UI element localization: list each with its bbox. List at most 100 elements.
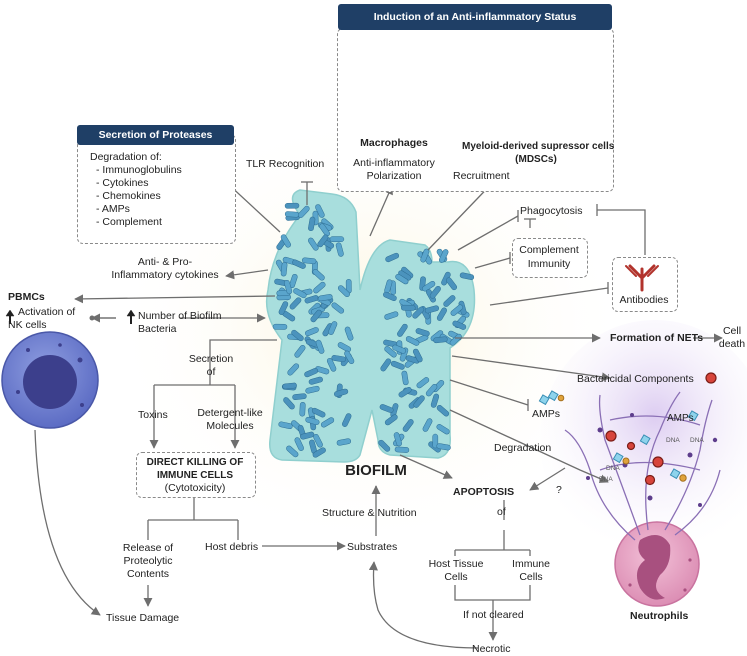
host-tissue-label-1: Host Tissue	[428, 558, 484, 570]
bacterium	[425, 383, 438, 397]
net-dots	[586, 413, 718, 507]
mdsc-label-2: (MDSCs)	[515, 154, 557, 165]
bacterium	[385, 252, 400, 263]
antibody-icon	[625, 264, 659, 292]
cytokines-label-2: Inflammatory cytokines	[111, 269, 219, 281]
complement-label-2: Immunity	[527, 258, 571, 270]
biofilm-bacteria	[272, 202, 475, 458]
immune-cells-label-2: Cells	[519, 571, 543, 583]
up-arrows	[5, 309, 136, 324]
bacterium	[429, 285, 441, 299]
proteases-box	[77, 134, 236, 244]
bacterium	[319, 223, 330, 237]
connectors	[34, 157, 723, 649]
dna-label-4: DNA	[599, 476, 613, 483]
bactericidal-label: Bactericidal Components	[577, 373, 694, 385]
macrophage-desc-1: Anti-inflammatory	[353, 157, 435, 169]
complement-label-1: Complement	[519, 244, 579, 256]
amp-molecule-icon	[538, 390, 565, 406]
bacterium	[315, 339, 325, 354]
bacterium	[412, 348, 423, 363]
phagocytosis-label: Phagocytosis	[520, 205, 583, 217]
pbmcs-label: PBMCs	[8, 291, 45, 303]
of-label: of	[497, 506, 506, 518]
bacterium	[283, 397, 295, 410]
pbmc-nucleus	[23, 355, 77, 409]
cell-death-label-1: Cell	[722, 325, 742, 337]
immune-cells-label-1: Immune	[512, 558, 550, 570]
bactericidal-red-dots	[605, 372, 717, 486]
host-debris-label: Host debris	[205, 541, 259, 553]
bacterium	[452, 320, 467, 330]
bacterium	[378, 439, 391, 452]
number-biofilm-label-1: Number of Biofilm	[138, 310, 222, 322]
bacterium	[284, 279, 293, 295]
protease-item: - Complement	[96, 216, 162, 228]
secretion-label-1: Secretion	[188, 353, 234, 365]
bacterium	[318, 294, 333, 302]
bacterium	[272, 323, 288, 330]
bacterium	[304, 327, 319, 337]
bacterium	[293, 288, 307, 299]
bacterium	[412, 306, 425, 319]
bacterium	[304, 368, 319, 378]
bacterium	[282, 382, 297, 390]
anti-inflammatory-header: Induction of an Anti-inflammatory Status	[338, 4, 612, 30]
bacterium	[432, 433, 439, 449]
bacterium	[312, 447, 326, 458]
bacterium	[337, 285, 350, 298]
bacterium	[329, 236, 345, 243]
bacterium	[415, 328, 430, 337]
biofilm-label: BIOFILM	[345, 462, 407, 479]
bacterium	[289, 297, 302, 310]
bacterium	[344, 350, 355, 364]
apoptosis-label: APOPTOSIS	[453, 486, 515, 498]
direct-killing-line-2: IMMUNE CELLS	[156, 470, 234, 481]
bacterium	[436, 405, 450, 417]
bacterium	[313, 434, 323, 448]
bacterium	[301, 257, 317, 265]
bacterium	[313, 281, 326, 294]
bacterium	[326, 357, 337, 372]
bacterium	[334, 388, 349, 397]
antibodies-label: Antibodies	[619, 294, 669, 306]
tissue-damage-label: Tissue Damage	[106, 612, 180, 624]
bacterium	[446, 277, 458, 291]
bacterium	[337, 342, 352, 353]
bacterium	[335, 242, 344, 257]
degradation-label: Degradation	[494, 442, 552, 454]
bacterium	[278, 301, 289, 315]
cytokines-label-1: Anti- & Pro-	[137, 256, 193, 268]
bacterium	[384, 346, 397, 358]
bacterium	[380, 358, 392, 372]
bacterium	[331, 355, 346, 363]
bacterium	[292, 259, 306, 269]
bacterium	[317, 234, 329, 248]
bacterium	[449, 333, 462, 346]
proteases-intro: Degradation of:	[90, 151, 162, 163]
protease-item: - Immunoglobulins	[96, 164, 182, 176]
bacterium	[443, 295, 456, 307]
dna-label-3: DNA	[690, 437, 704, 444]
protease-item: - Cytokines	[96, 177, 149, 189]
macrophage-desc-2: Polarization	[366, 170, 422, 182]
bacterium	[297, 205, 310, 218]
bacterium	[342, 413, 352, 427]
bacterium	[344, 326, 354, 341]
recruitment-label: Recruitment	[453, 170, 510, 182]
bacterium	[278, 421, 293, 430]
bacterium	[299, 401, 306, 417]
macrophages-label: Macrophages	[360, 137, 428, 149]
net-strands	[564, 391, 721, 541]
bacterium	[459, 272, 475, 280]
bacterium	[280, 234, 291, 248]
bacterium	[422, 418, 433, 432]
substrates-label: Substrates	[347, 541, 398, 553]
bacterium	[401, 304, 416, 311]
bacterium	[422, 280, 436, 292]
secretion-label-2: of	[206, 366, 216, 378]
structure-nutrition-label: Structure & Nutrition	[322, 507, 417, 519]
bacterium	[294, 345, 306, 358]
dna-label-1: DNA	[606, 465, 620, 472]
bacterium	[430, 393, 440, 408]
